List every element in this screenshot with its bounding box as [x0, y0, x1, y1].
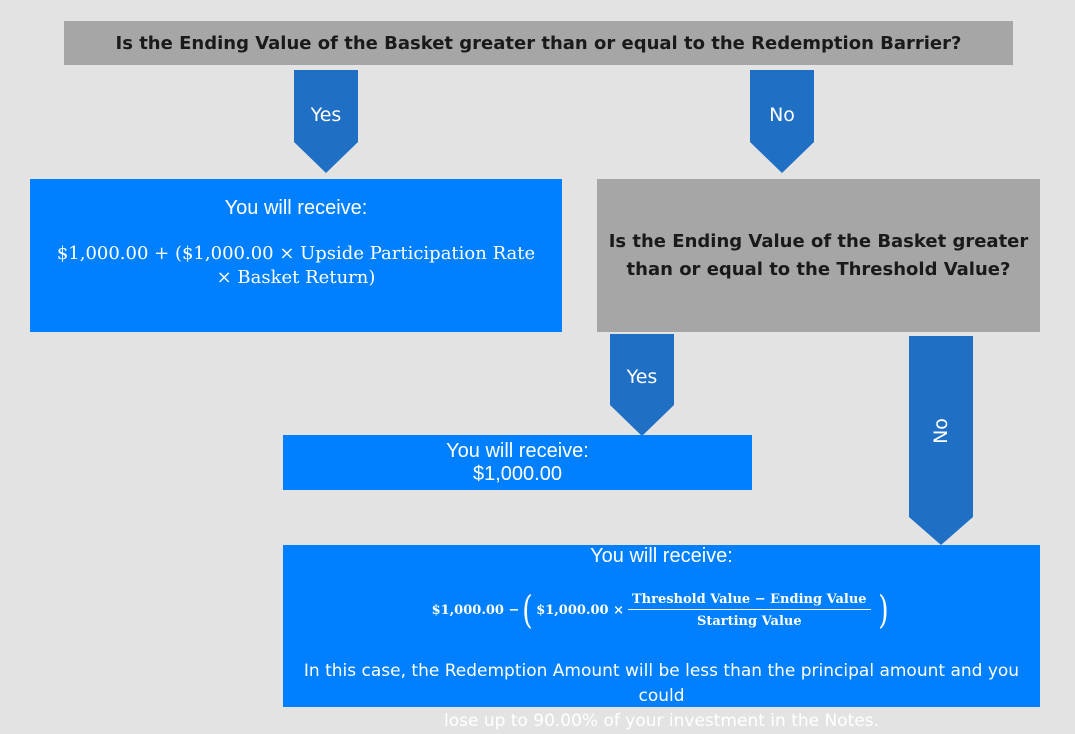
outcome-loss-formula: $1,000.00 − ( $1,000.00 × Threshold Valu…	[283, 591, 1040, 629]
formula-denominator: Starting Value	[696, 613, 802, 629]
outcome-loss-box: You will receive: $1,000.00 − ( $1,000.0…	[283, 545, 1040, 731]
arrow-q1-no-label: No	[769, 104, 795, 126]
arrow-q2-yes-label: Yes	[626, 366, 658, 388]
formula-numerator: Threshold Value − Ending Value	[627, 592, 871, 610]
arrow-q2-no-label: No	[930, 418, 952, 444]
formula-fraction: Threshold Value − Ending Value Starting …	[627, 592, 871, 629]
formula-inner: $1,000.00 ×	[536, 602, 624, 618]
outcome-upside-box: You will receive: $1,000.00 + ($1,000.00…	[30, 179, 562, 332]
outcome-loss-note: In this case, the Redemption Amount will…	[283, 659, 1040, 734]
outcome-upside-formula-line2: × Basket Return)	[216, 267, 376, 288]
outcome-upside-formula: $1,000.00 + ($1,000.00 × Upside Particip…	[30, 242, 562, 290]
arrow-q1-yes: Yes	[294, 70, 358, 173]
outcome-loss-note-line1: In this case, the Redemption Amount will…	[303, 661, 1020, 706]
outcome-upside-formula-line1: $1,000.00 + ($1,000.00 × Upside Particip…	[56, 243, 536, 264]
arrow-q2-yes: Yes	[610, 334, 674, 436]
outcome-principal-heading: You will receive:	[446, 440, 589, 462]
outcome-loss-heading: You will receive:	[590, 545, 733, 567]
outcome-upside-heading: You will receive:	[224, 197, 368, 219]
open-paren: (	[522, 588, 533, 632]
outcome-principal-amount: $1,000.00	[473, 463, 562, 485]
question-threshold-value: Is the Ending Value of the Basket greate…	[597, 179, 1040, 332]
arrow-q2-no: No	[909, 336, 973, 545]
question-redemption-barrier: Is the Ending Value of the Basket greate…	[64, 21, 1013, 65]
arrow-q1-no: No	[750, 70, 814, 173]
arrow-q1-yes-label: Yes	[310, 104, 342, 126]
formula-prefix: $1,000.00 −	[431, 602, 520, 618]
close-paren: )	[877, 588, 889, 632]
outcome-principal-box: You will receive: $1,000.00	[283, 435, 752, 490]
